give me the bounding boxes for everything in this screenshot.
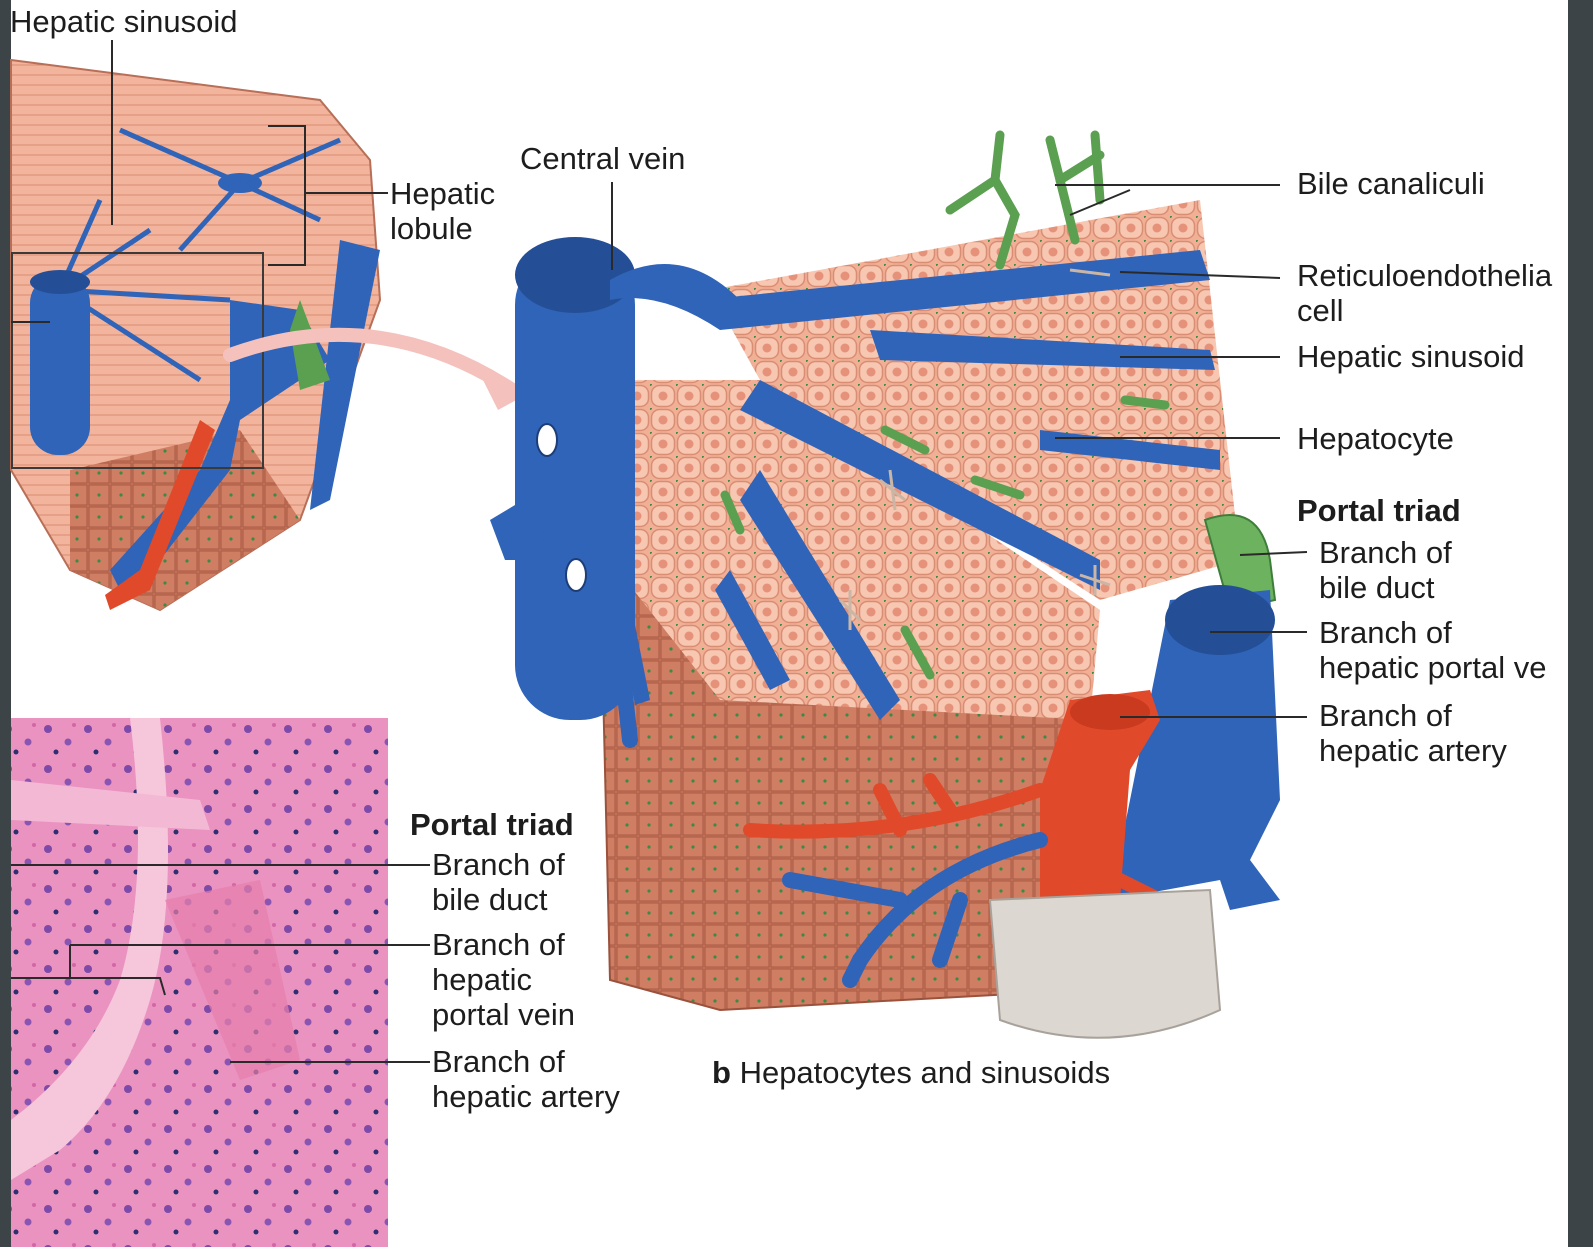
liver-micrograph: [11, 718, 388, 1247]
label-panel-b-hepatic-sinusoid: Hepatic sinusoid: [1297, 339, 1524, 374]
heading-portal-triad-micrograph: Portal triad: [410, 807, 574, 842]
label-panel-a-hepatic-sinusoid: Hepatic sinusoid: [10, 4, 237, 39]
label-b-branch-bile-duct: Branch of bile duct: [1319, 535, 1452, 605]
label-b-branch-portal-vein: Branch of hepatic portal ve: [1319, 615, 1546, 685]
label-m-branch-portal-vein: Branch of hepatic portal vein: [432, 927, 575, 1032]
label-reticuloendothelial-cell: Reticuloendothelia cell: [1297, 258, 1552, 328]
label-central-vein: Central vein: [520, 141, 685, 176]
label-hepatocyte: Hepatocyte: [1297, 421, 1454, 456]
label-m-branch-hepatic-artery: Branch of hepatic artery: [432, 1044, 620, 1114]
heading-portal-triad-b: Portal triad: [1297, 493, 1461, 528]
label-hepatic-lobule: Hepatic lobule: [390, 176, 495, 246]
hepatocyte-sinusoid-block: [490, 135, 1280, 1038]
label-bile-canaliculi: Bile canaliculi: [1297, 166, 1485, 201]
panel-b-caption: b Hepatocytes and sinusoids: [712, 1055, 1110, 1090]
caption-letter: b: [712, 1055, 731, 1090]
caption-text: Hepatocytes and sinusoids: [740, 1055, 1111, 1090]
label-b-branch-hepatic-artery: Branch of hepatic artery: [1319, 698, 1507, 768]
label-m-branch-bile-duct: Branch of bile duct: [432, 847, 565, 917]
